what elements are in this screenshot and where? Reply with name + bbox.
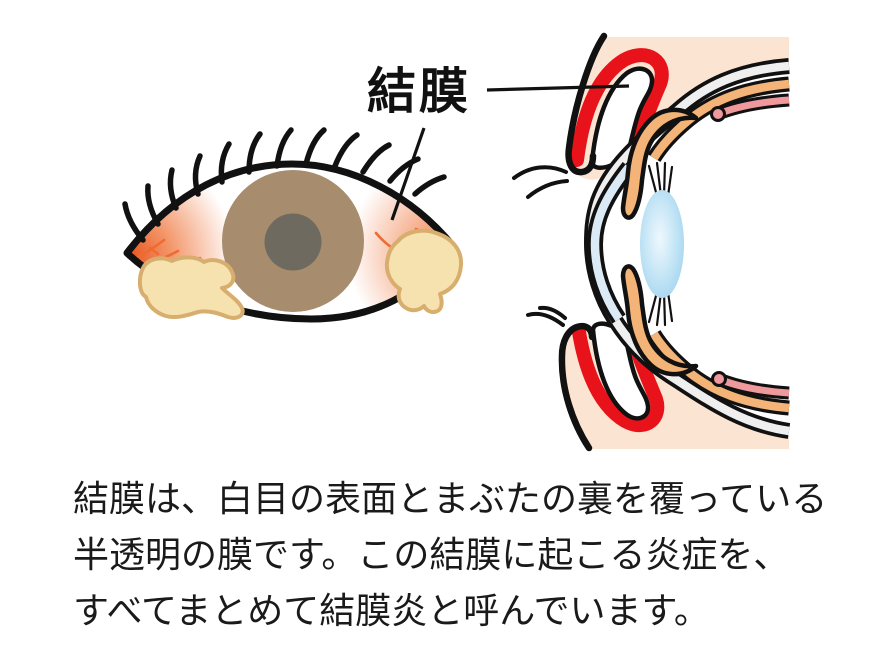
front-eye-illustration (122, 127, 464, 323)
retina-band-upper (710, 93, 790, 122)
discharge-blob-right (384, 228, 464, 315)
cross-section-lashes (512, 165, 569, 327)
conjunctiva-red-lower (572, 325, 665, 433)
retina-band-lower (711, 371, 790, 400)
caption-line-2: 半透明の膜です。この結膜に起こる炎症を、 (73, 534, 790, 575)
conjunctiva-label: 結膜 (367, 65, 472, 119)
caption-line-1: 結膜は、白目の表面とまぶたの裏を覆っている (73, 478, 828, 519)
choroid-band-lower (647, 329, 790, 416)
caption-text: 結膜は、白目の表面とまぶたの裏を覆っている 半透明の膜です。この結膜に起こる炎症… (73, 471, 863, 639)
pupil (264, 213, 322, 271)
pointer-line-to-cross-section (486, 84, 630, 92)
ciliary-body-lower (620, 264, 699, 377)
cross-section-illustration (512, 32, 791, 452)
eyelashes (122, 127, 447, 243)
lens (640, 190, 684, 298)
ciliary-body-upper (620, 107, 699, 220)
pointer-lines (390, 84, 630, 221)
discharge-blob-left (137, 255, 245, 320)
eyelid-outlines (558, 32, 608, 452)
cornea (586, 162, 636, 324)
zonule-fibers (647, 161, 674, 327)
caption-line-3: すべてまとめて結膜炎と呼んでいます。 (73, 590, 710, 631)
pointer-line-to-front-eye (390, 127, 426, 221)
conjunctiva-red-upper (570, 48, 669, 167)
